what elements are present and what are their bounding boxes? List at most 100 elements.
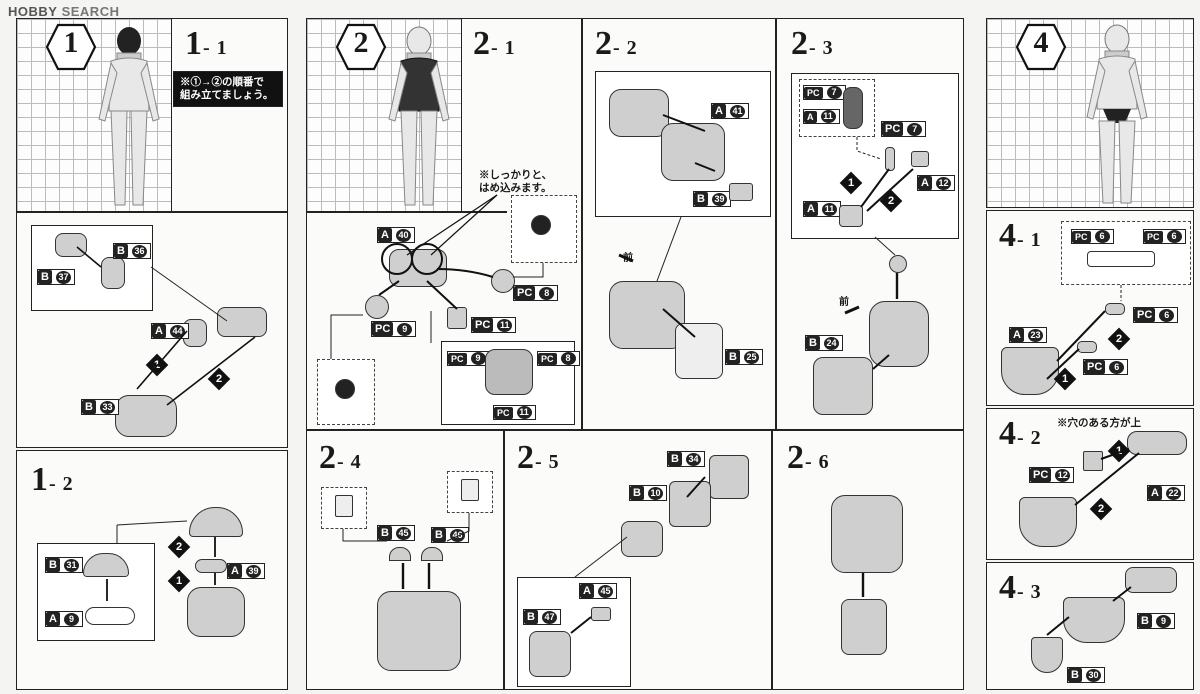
torso-part xyxy=(831,495,903,573)
order-note: ※①→②の順番で組み立てましょう。 xyxy=(180,76,274,101)
chest-assembly-part xyxy=(609,281,685,349)
torso-part xyxy=(377,591,461,671)
joint-part xyxy=(843,87,863,129)
assembly-lines xyxy=(1046,586,1132,636)
back-plate-part xyxy=(675,323,723,379)
substep-title-1-2: 1- 2 xyxy=(31,461,74,498)
vent-part xyxy=(421,547,443,561)
assembly-lines xyxy=(861,573,865,597)
part-shape xyxy=(217,307,267,337)
trooper-figure-icon xyxy=(1086,24,1148,204)
small-part xyxy=(591,607,611,621)
substep-title-2-6: 2- 6 xyxy=(787,439,830,476)
codpiece-part xyxy=(1031,637,1063,673)
cylinder-part xyxy=(839,205,863,227)
assembly-lines xyxy=(342,513,470,589)
hexagon-step-badge xyxy=(1015,23,1067,71)
pelvis-part xyxy=(1001,347,1059,395)
pin-part xyxy=(885,147,895,171)
helmet-part xyxy=(115,395,177,437)
assembly-lines xyxy=(618,114,716,338)
front-direction-label: 前 xyxy=(839,297,849,308)
abdomen-part xyxy=(813,357,873,415)
substep-title-2-3: 2- 3 xyxy=(791,25,834,62)
vent-part xyxy=(461,479,479,501)
assembly-lines xyxy=(106,520,216,601)
ball-part xyxy=(365,295,389,319)
trooper-figure-icon xyxy=(388,26,450,206)
step-number: 2 xyxy=(353,26,369,59)
hexagon-step-badge xyxy=(45,23,97,71)
back-part xyxy=(709,455,749,499)
assembly-lines xyxy=(1074,448,1140,506)
substep-title-4-1: 4- 1 xyxy=(999,217,1042,254)
helmet-part xyxy=(187,587,245,637)
assembly-lines xyxy=(76,246,256,406)
substep-title-4-2: 4- 2 xyxy=(999,415,1042,452)
cap-part xyxy=(447,307,467,329)
waist-part xyxy=(529,631,571,677)
peg-part xyxy=(1077,341,1097,353)
step-number: 4 xyxy=(1033,26,1049,59)
waist-part xyxy=(841,599,887,655)
trooper-figure-icon xyxy=(98,27,160,206)
waist-part xyxy=(621,521,663,557)
cube-part xyxy=(1083,451,1103,471)
pelvis-part xyxy=(1019,497,1077,547)
substep-title-2-1: 2- 1 xyxy=(473,25,516,62)
part-shape xyxy=(55,233,87,257)
pelvis-part xyxy=(1063,597,1125,643)
substep-title-2-5: 2- 5 xyxy=(517,439,560,476)
substep-title-4-3: 4- 3 xyxy=(999,569,1042,606)
step-number: 1 xyxy=(63,26,79,59)
hexagon-step-badge xyxy=(335,23,387,71)
assembly-lines xyxy=(570,476,706,634)
ball-part xyxy=(491,269,515,293)
ring-part xyxy=(85,607,135,625)
subassembly-box xyxy=(31,225,153,311)
substep-title-2-4: 2- 4 xyxy=(319,439,362,476)
assembly-lines xyxy=(1046,285,1122,380)
small-part xyxy=(911,151,929,167)
vent-part xyxy=(335,495,353,517)
peg-part xyxy=(1105,303,1125,315)
substep-title-1-1: 1- 1 xyxy=(185,25,228,62)
back-hip-part xyxy=(1125,567,1177,593)
ball-part xyxy=(889,255,907,273)
